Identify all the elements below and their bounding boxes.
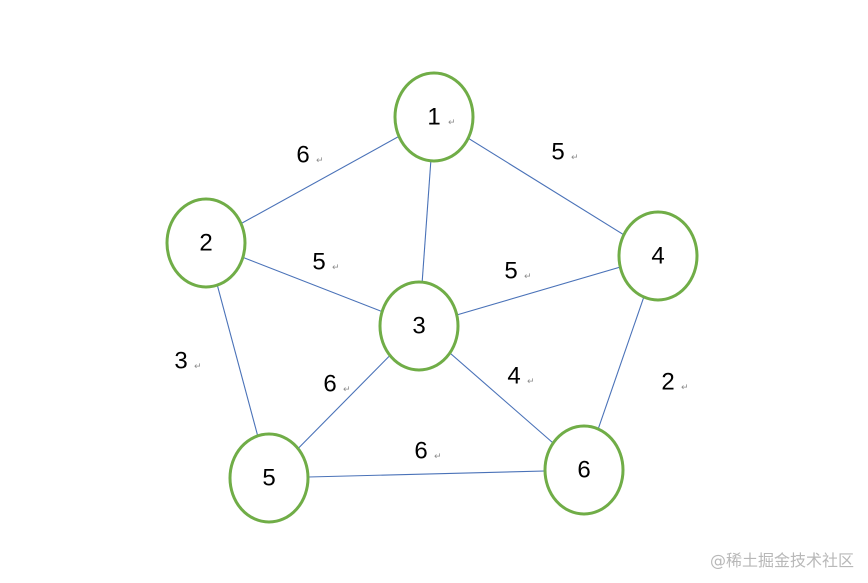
node-label-5: 5 [262, 464, 275, 491]
edge-weight-3-6: 4 [507, 362, 520, 389]
watermark: @稀土掘金技术社区 [709, 551, 854, 570]
paragraph-mark-icon: ↵ [194, 362, 202, 372]
node-label-4: 4 [651, 242, 664, 269]
edge-weight-5-6: 6 [414, 437, 427, 464]
node-4: 4 [617, 210, 699, 302]
node-circle-6 [543, 424, 625, 516]
paragraph-mark-icon: ↵ [681, 383, 689, 393]
node-label-6: 6 [577, 456, 590, 483]
edge-weight-3-4: 5 [504, 257, 517, 284]
paragraph-mark-icon: ↵ [527, 377, 535, 387]
paragraph-mark-icon: ↵ [316, 156, 324, 166]
node-label-1: 1 [427, 103, 440, 130]
node-1: 1↵ [393, 71, 475, 163]
edge-weight-3-5: 6 [323, 370, 336, 397]
node-3: 3 [378, 280, 460, 372]
paragraph-mark-icon: ↵ [571, 153, 579, 163]
node-5: 5 [228, 432, 310, 524]
paragraph-mark-icon: ↵ [343, 385, 351, 395]
edge-5-6 [268, 469, 585, 479]
edge-weight-2-5: 3 [174, 347, 187, 374]
edge-1-4 [433, 116, 659, 257]
paragraph-mark-icon: ↵ [434, 452, 442, 462]
node-circle-4 [617, 210, 699, 302]
node-circle-2 [165, 197, 247, 289]
edge-1-2 [205, 116, 435, 244]
node-circle-5 [228, 432, 310, 524]
node-6: 6 [543, 424, 625, 516]
node-2: 2 [165, 197, 247, 289]
paragraph-mark-icon: ↵ [524, 272, 532, 282]
edge-weight-1-4: 5 [551, 138, 564, 165]
paragraph-mark-icon: ↵ [332, 263, 340, 273]
node-label-2: 2 [199, 229, 212, 256]
node-circle-1 [393, 71, 475, 163]
edge-3-4 [418, 255, 659, 327]
node-circle-3 [378, 280, 460, 372]
edge-weight-2-3: 5 [312, 248, 325, 275]
edge-weight-4-6: 2 [661, 368, 674, 395]
edge-weight-1-2: 6 [296, 141, 309, 168]
paragraph-mark-icon: ↵ [448, 118, 456, 128]
node-label-3: 3 [412, 312, 425, 339]
